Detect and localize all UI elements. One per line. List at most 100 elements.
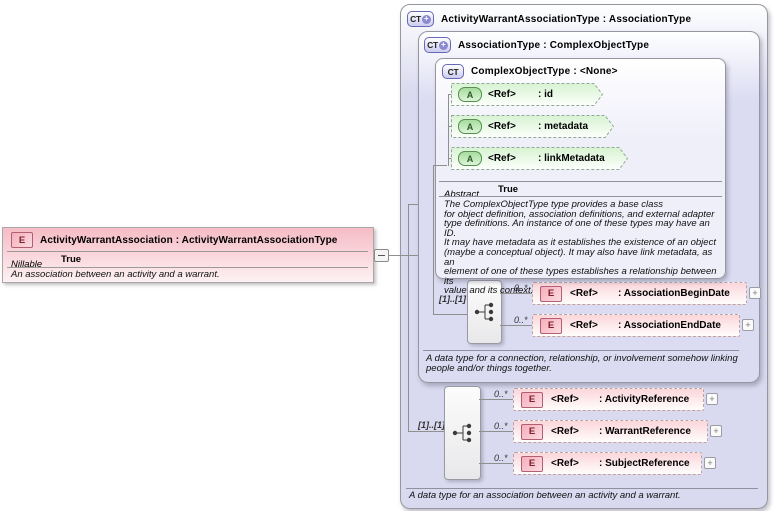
element-icon: E (521, 391, 543, 408)
attribute-shape (451, 147, 628, 170)
group-cardinality: [1]..[1] (418, 420, 445, 430)
element-association-begin-date[interactable]: E <Ref> : AssociationBeginDate (532, 282, 747, 305)
expand-toggle[interactable]: + (704, 457, 716, 469)
abstract-label: Abstract (444, 189, 479, 200)
element-name: : WarrantReference (599, 426, 691, 437)
attribute-name: : metadata (538, 121, 589, 132)
cardinality-label: 0..* (494, 421, 508, 431)
abstract-row: Abstract True (444, 184, 518, 202)
element-association-end-date[interactable]: E <Ref> : AssociationEndDate (532, 314, 740, 337)
expand-toggle[interactable]: + (742, 319, 754, 331)
complex-type-icon: CT (442, 64, 464, 79)
element-icon: E (521, 455, 543, 472)
element-subject-reference[interactable]: E <Ref> : SubjectReference (513, 452, 702, 475)
abstract-value: True (498, 184, 519, 195)
nillable-row: Nillable True (11, 254, 81, 272)
attribute-metadata[interactable]: A <Ref> : metadata (451, 115, 614, 138)
divider (7, 267, 368, 268)
element-warrant-reference[interactable]: E <Ref> : WarrantReference (513, 420, 708, 443)
connector-line (408, 431, 444, 432)
connector-line (433, 314, 467, 315)
divider (406, 488, 758, 489)
association-type-box: CT+ AssociationType : ComplexObjectType … (418, 31, 761, 383)
ct-badge: CT (447, 66, 459, 77)
group-trunk-line (408, 204, 409, 431)
complex-object-type-title: ComplexObjectType : <None> (471, 66, 618, 77)
outer-type-box: CT+ ActivityWarrantAssociationType : Ass… (400, 4, 768, 509)
element-ref: <Ref> (551, 394, 579, 405)
ct-badge: CT (427, 40, 438, 50)
complex-type-icon: CT+ (424, 37, 451, 53)
complex-type-icon: CT+ (407, 11, 434, 27)
cardinality-label: 0..* (494, 453, 508, 463)
complex-object-type-box: CT ComplexObjectType : <None> A <Ref> : … (435, 58, 726, 296)
element-ref: <Ref> (551, 426, 579, 437)
connector-line (448, 126, 452, 127)
attribute-shape (451, 83, 603, 106)
attribute-linkmetadata[interactable]: A <Ref> : linkMetadata (451, 147, 628, 170)
sequence-group[interactable] (467, 280, 502, 344)
connector-line (500, 325, 532, 326)
outer-type-title: ActivityWarrantAssociationType : Associa… (441, 13, 692, 25)
association-type-doc: A data type for a connection, relationsh… (426, 353, 738, 374)
divider (439, 196, 722, 197)
expand-toggle[interactable]: + (706, 393, 718, 405)
expand-toggle[interactable]: + (749, 287, 761, 299)
element-name: : ActivityReference (599, 394, 690, 405)
complex-object-type-title-row: CT ComplexObjectType : <None> (436, 59, 618, 79)
element-icon: E (11, 232, 33, 248)
expand-toggle[interactable]: + (710, 425, 722, 437)
attribute-icon: A (458, 119, 482, 134)
attribute-icon: A (458, 87, 482, 102)
ct-badge: CT (410, 14, 421, 24)
global-element-box[interactable]: E ActivityWarrantAssociation : ActivityW… (2, 227, 374, 283)
sequence-group[interactable] (444, 386, 481, 480)
derived-plus-icon: + (438, 40, 448, 50)
nillable-value: True (61, 254, 82, 265)
connector-line (479, 463, 513, 464)
group-cardinality: [1]..[1] (439, 294, 466, 304)
divider (439, 181, 722, 182)
attribute-ref: <Ref> (488, 89, 516, 100)
attribute-icon: A (458, 151, 482, 166)
association-type-title-row: CT+ AssociationType : ComplexObjectType (419, 32, 649, 53)
cardinality-label: 0..* (514, 283, 528, 293)
connector-line (433, 165, 447, 166)
connector-line (479, 431, 513, 432)
attribute-trunk-line (448, 94, 449, 166)
connector-line (408, 204, 418, 205)
cardinality-label: 0..* (494, 389, 508, 399)
connector-line (448, 94, 452, 95)
element-icon: E (540, 285, 562, 302)
cardinality-label: 0..* (514, 315, 528, 325)
element-name: : AssociationEndDate (618, 320, 721, 331)
element-activity-reference[interactable]: E <Ref> : ActivityReference (513, 388, 704, 411)
element-name: : SubjectReference (599, 458, 690, 469)
collapse-toggle[interactable] (374, 249, 389, 262)
outer-type-doc: A data type for an association between a… (409, 490, 681, 501)
attribute-name: : linkMetadata (538, 153, 605, 164)
sequence-icon (452, 423, 471, 443)
association-type-title: AssociationType : ComplexObjectType (458, 39, 650, 51)
attribute-ref: <Ref> (488, 121, 516, 132)
global-element-doc: An association between an activity and a… (11, 269, 220, 280)
connector-line (500, 293, 532, 294)
global-element-title-row: E ActivityWarrantAssociation : ActivityW… (11, 232, 337, 248)
divider (7, 251, 368, 252)
reference-connector-line (388, 255, 418, 256)
element-name: : AssociationBeginDate (618, 288, 730, 299)
outer-type-title-row: CT+ ActivityWarrantAssociationType : Ass… (401, 5, 691, 27)
attribute-shape (451, 115, 614, 138)
collapse-icon (378, 255, 385, 256)
complex-object-type-doc: The ComplexObjectType type provides a ba… (444, 199, 717, 297)
attribute-id[interactable]: A <Ref> : id (451, 83, 603, 106)
element-ref: <Ref> (551, 458, 579, 469)
nillable-label: Nillable (11, 259, 43, 270)
element-icon: E (521, 423, 543, 440)
connector-line (479, 399, 513, 400)
attribute-name: : id (538, 89, 553, 100)
element-ref: <Ref> (570, 320, 598, 331)
attribute-ref: <Ref> (488, 153, 516, 164)
sequence-icon (474, 302, 493, 322)
